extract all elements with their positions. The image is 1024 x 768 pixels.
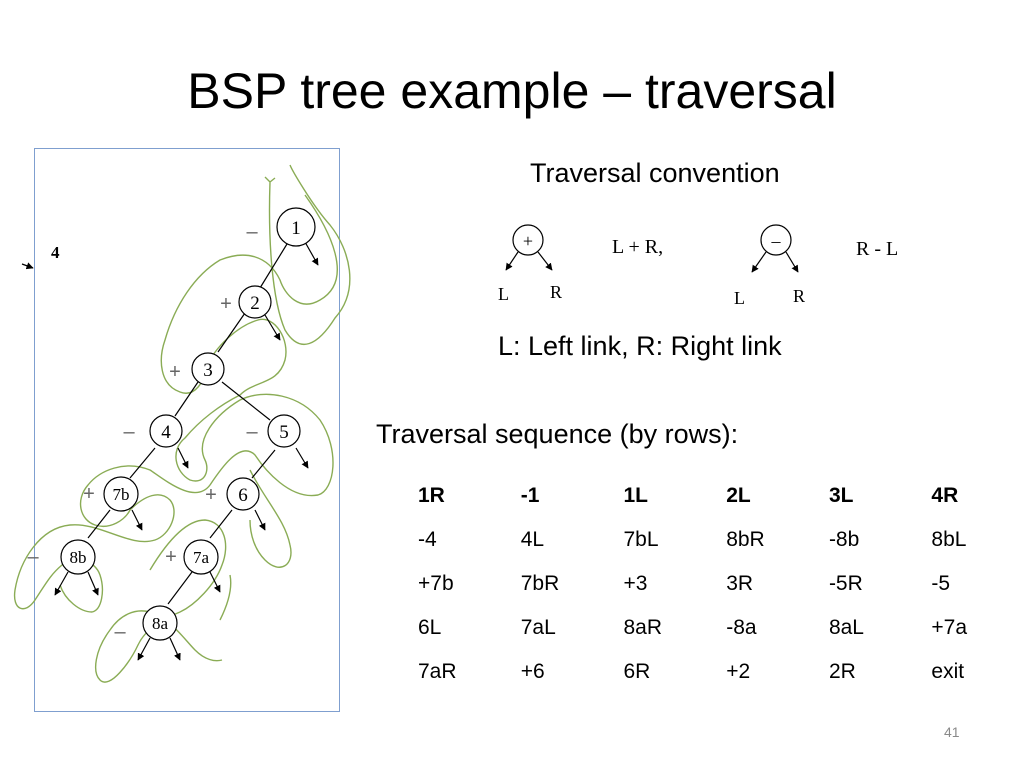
table-cell: 1L — [623, 484, 648, 507]
table-cell: 6R — [623, 660, 651, 683]
table-cell: +7a — [931, 616, 968, 639]
table-cell: 3R — [726, 572, 754, 595]
svg-text:+: + — [165, 546, 177, 568]
table-cell: 7aL — [520, 616, 556, 639]
convention-plus-order: L + R, — [612, 236, 664, 258]
table-cell: 2L — [726, 484, 751, 507]
svg-text:–: – — [123, 421, 135, 443]
table-cell: 8aL — [828, 616, 864, 639]
outside-label: 4 — [51, 243, 60, 262]
tree-node-7a: 7a + — [165, 539, 219, 575]
table-cell: 2R — [828, 660, 856, 683]
table-row: -4 4L 7bL 8bR -8b 8bL — [408, 518, 1024, 562]
svg-text:+: + — [523, 231, 533, 251]
table-row: 6L 7aL 8aR -8a 8aL +7a — [408, 606, 1024, 650]
convention-minus-order: R - L — [856, 238, 899, 260]
svg-text:8b: 8b — [70, 548, 87, 567]
table-cell: -1 — [520, 484, 540, 507]
tree-node-5: 5 – — [246, 414, 301, 448]
svg-text:7b: 7b — [113, 485, 130, 504]
traversal-sequence-table: 1R -1 1L 2L 3L 4R -4 4L 7bL 8bR -8b 8bL … — [408, 474, 1024, 694]
table-cell: 4R — [931, 484, 959, 507]
slide-title: BSP tree example – traversal — [187, 63, 837, 119]
table-cell: 4L — [520, 528, 545, 551]
table-cell: 1R — [418, 484, 445, 507]
svg-text:4: 4 — [161, 422, 171, 443]
svg-text:L: L — [498, 284, 509, 304]
svg-text:R: R — [550, 282, 562, 302]
tree-node-8a: 8a – — [114, 605, 178, 643]
table-cell: -8b — [828, 528, 860, 551]
table-row: 7aR +6 6R +2 2R exit — [408, 650, 1024, 694]
svg-text:6: 6 — [238, 485, 248, 506]
table-cell: 6L — [418, 616, 442, 639]
svg-text:8a: 8a — [152, 614, 169, 633]
svg-text:–: – — [114, 621, 126, 643]
svg-text:+: + — [169, 361, 181, 383]
table-cell: 7bL — [623, 528, 659, 551]
table-cell: -8a — [726, 616, 757, 639]
table-header-row: 1R -1 1L 2L 3L 4R — [408, 474, 1024, 518]
table-cell: exit — [931, 660, 965, 683]
table-cell: +3 — [623, 572, 648, 595]
table-cell: 7bR — [520, 572, 560, 595]
svg-text:+: + — [83, 483, 95, 505]
svg-text:+: + — [220, 293, 232, 315]
svg-text:5: 5 — [279, 422, 289, 443]
tree-node-1: 1 – — [246, 207, 316, 247]
traversal-path — [13, 164, 351, 683]
table-cell: +2 — [726, 660, 751, 683]
convention-plus-node: + L R — [498, 224, 562, 304]
svg-text:L: L — [734, 288, 745, 308]
sequence-title: Traversal sequence (by rows): — [376, 419, 739, 449]
svg-text:–: – — [27, 546, 39, 568]
svg-text:–: – — [246, 421, 258, 443]
table-cell: 3L — [828, 484, 854, 507]
tree-node-8b: 8b – — [27, 539, 96, 575]
table-cell: 8bR — [726, 528, 765, 551]
svg-text:+: + — [205, 484, 217, 506]
table-cell: +7b — [418, 572, 454, 595]
tree-node-3: 3 + — [169, 352, 225, 386]
tree-panel — [34, 148, 340, 712]
table-cell: 8bL — [931, 528, 967, 551]
svg-text:3: 3 — [203, 360, 213, 381]
table-cell: -5R — [828, 572, 863, 595]
table-cell: 8aR — [623, 616, 662, 639]
tree-node-2: 2 + — [220, 285, 272, 319]
links-caption: L: Left link, R: Right link — [498, 331, 782, 361]
tree-node-4: 4 – — [123, 414, 183, 448]
svg-text:7a: 7a — [193, 548, 210, 567]
svg-text:R: R — [793, 286, 805, 306]
tree-node-7b: 7b + — [83, 476, 139, 512]
table-row: +7b 7bR +3 3R -5R -5 — [408, 562, 1024, 606]
page-number: 41 — [944, 724, 960, 740]
table-cell: 7aR — [418, 660, 457, 683]
svg-text:2: 2 — [250, 293, 260, 314]
table-cell: -4 — [418, 528, 437, 551]
table-cell: -5 — [931, 572, 951, 595]
svg-text:–: – — [246, 221, 258, 243]
table-cell: +6 — [520, 660, 545, 683]
svg-text:1: 1 — [291, 218, 301, 239]
convention-minus-node: – L R — [734, 224, 805, 308]
convention-title: Traversal convention — [530, 158, 780, 188]
tree-node-6: 6 + — [205, 477, 260, 511]
svg-text:–: – — [771, 231, 782, 251]
